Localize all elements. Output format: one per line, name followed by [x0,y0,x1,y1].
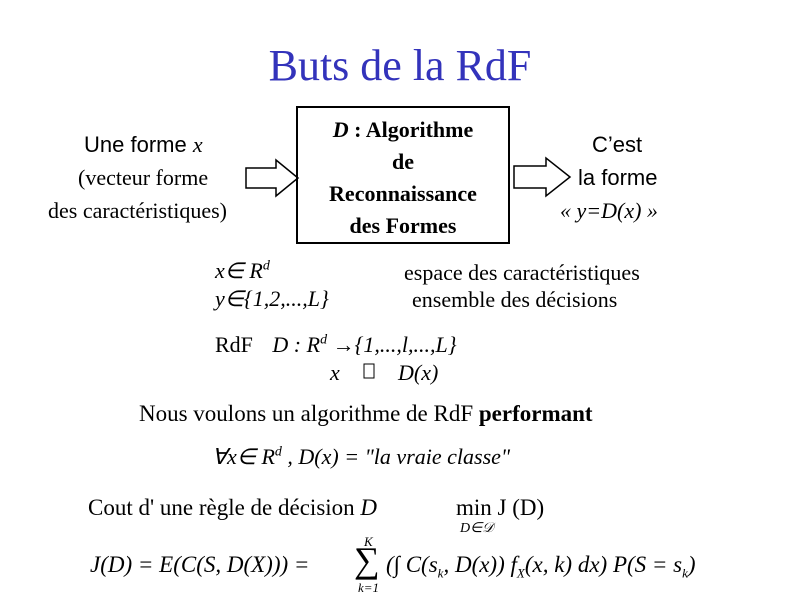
goal-formula-left: ∀x∈ R [212,444,275,469]
expectation-sub-2: X [516,565,525,581]
goal-formula-sup: d [274,444,282,460]
mapping-expr: D : R [272,332,321,357]
output-arrow-icon [513,156,572,198]
goal-formula: ∀x∈ Rd , D(x) = "la vraie classe" [212,444,510,470]
mapping-line-1: RdF D : Rd →{1,...,l,...,L} [215,332,457,358]
box-line-1: D : Algorithme [296,114,510,146]
mapping-label: RdF [215,332,253,357]
algorithm-box [296,106,510,244]
mapping-sup: d [320,332,328,348]
goal-text: Nous voulons un algorithme de RdF [139,401,479,426]
expectation-rhs-2: , D(x)) f [443,552,517,577]
goal-formula-right: , D(x) = "la vraie classe" [281,444,511,469]
expectation-rhs: (∫ C(sk, D(x)) fX(x, k) dx) P(S = sk) [386,552,696,582]
expectation-rhs-3: (x, k) dx) P(S = s [524,552,683,577]
box-line-2: de [392,149,414,174]
cost-variable: D [360,495,378,520]
input-line-1: Une forme x [84,132,203,158]
output-line-1: C’est [592,132,643,157]
box-variable: D [332,117,349,142]
goal-sentence: Nous voulons un algorithme de RdF perfor… [139,401,593,427]
cost-text: Cout d' une règle de décision [88,495,361,520]
x-definition-sup: d [262,258,270,274]
page-title: Buts de la RdF [268,41,532,90]
cost-sentence: Cout d' une règle de décision D [88,495,377,521]
sum-bottom: k=1 [358,580,380,595]
mapping-dx: D(x) [398,360,439,385]
input-line-1-text: Une forme [84,132,193,157]
input-line-2: (vecteur forme [78,165,209,190]
sum-symbol: ∑ [354,540,380,580]
input-arrow-icon [245,158,300,198]
cost-min-sub: D∈𝒟 [460,521,494,536]
output-line-3: « y=D(x) » [560,198,658,223]
y-description: ensemble des décisions [412,287,618,312]
box-line-1-rest: : Algorithme [348,117,474,142]
sum-top: K [364,534,373,549]
output-line-2: la forme [578,165,658,190]
box-line-3: Reconnaissance [329,181,477,206]
x-definition-expr: x∈ R [215,258,263,283]
expectation-sub-1: k [437,565,444,581]
algorithm-box-text: D : Algorithme de Reconnaissance des For… [296,114,510,242]
x-definition: x∈ Rd [215,258,270,284]
input-line-3: des caractéristiques) [48,198,227,223]
y-definition: y∈{1,2,...,L} [215,286,329,311]
expectation-sub-3: k [682,565,688,581]
expectation-rhs-1: (∫ C(s [386,552,438,577]
mapping-codomain: →{1,...,l,...,L} [327,332,457,357]
input-variable: x [192,132,203,157]
expectation-lhs: J(D) = E(C(S, D(X))) = [90,552,310,577]
mapping-x: x [330,360,340,385]
goal-bold: performant [478,401,593,426]
x-description: espace des caractéristiques [404,260,640,285]
cost-min: min J (D) [456,495,545,520]
expectation-rhs-4: ) [687,552,696,577]
box-line-4: des Formes [349,213,457,238]
mapping-arrow-icon [362,360,376,388]
